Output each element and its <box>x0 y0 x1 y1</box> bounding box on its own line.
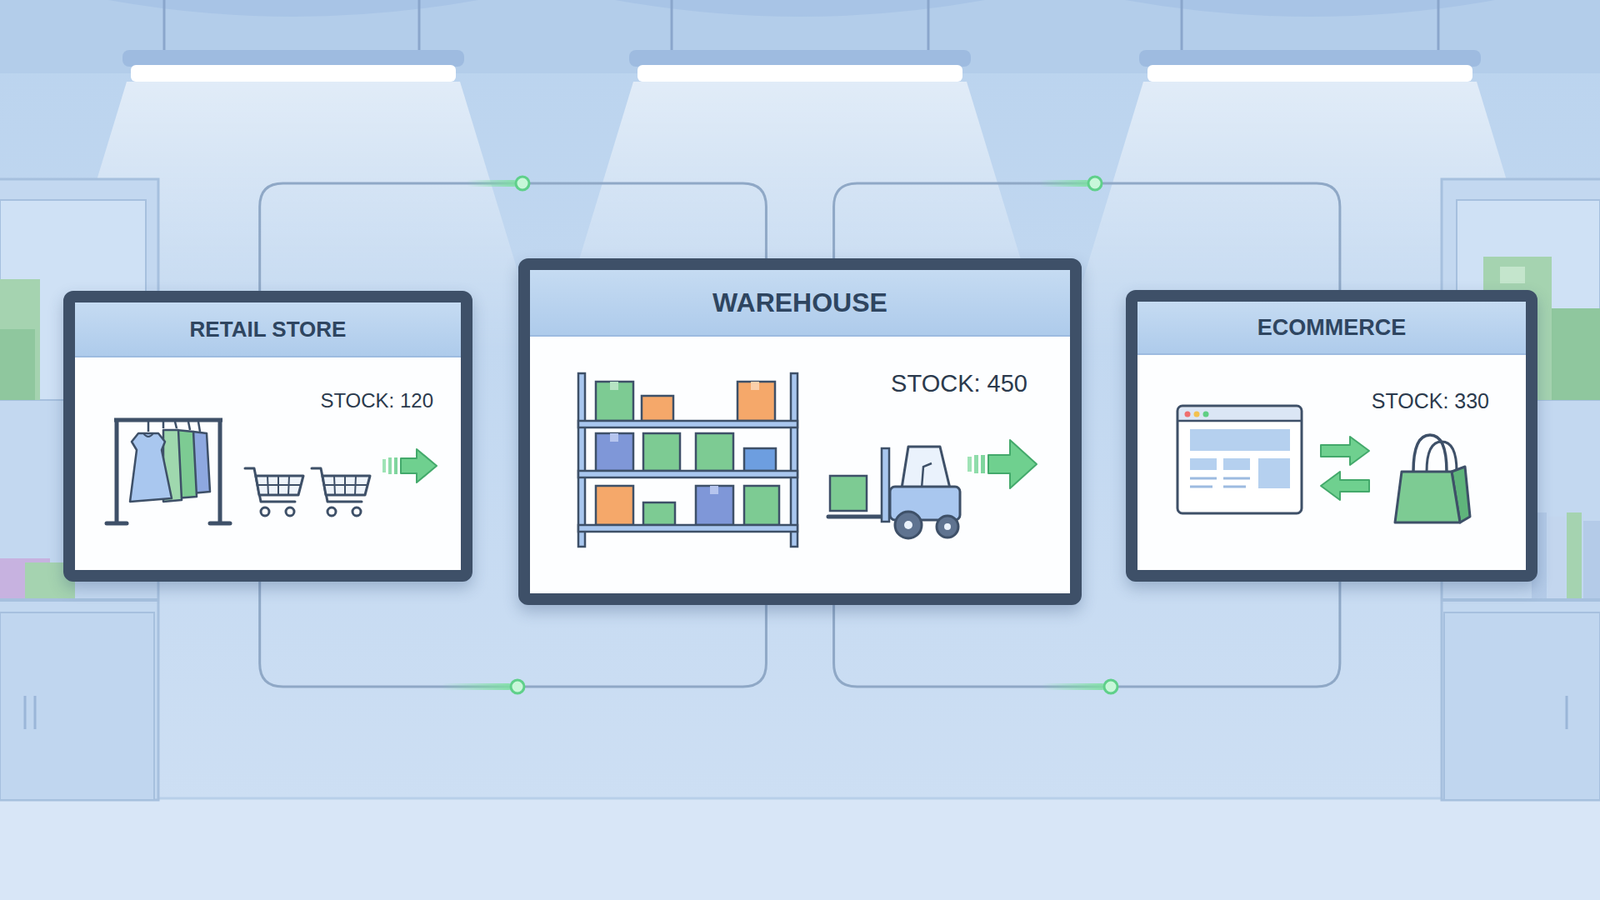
header-band: ECOMMERCE <box>1137 301 1526 355</box>
system-panel: WAREHOUSE STOCK: 450 <box>518 258 1082 605</box>
floor <box>0 798 1600 900</box>
system-panel: ECOMMERCE STOCK: 330 <box>1125 290 1538 582</box>
panel-title: ECOMMERCE <box>1257 315 1407 341</box>
stock-count: STOCK: 120 <box>320 389 434 413</box>
stock-count: STOCK: 450 <box>890 370 1028 398</box>
stock-count: STOCK: 330 <box>1371 389 1490 414</box>
panel-title: RETAIL STORE <box>190 316 347 343</box>
header-band: WAREHOUSE <box>530 270 1070 337</box>
system-panel: RETAIL STORE STOCK: 120 <box>63 290 473 582</box>
header-band: RETAIL STORE <box>75 302 461 358</box>
panel-title: WAREHOUSE <box>712 287 888 319</box>
signal-dots <box>441 176 1118 694</box>
